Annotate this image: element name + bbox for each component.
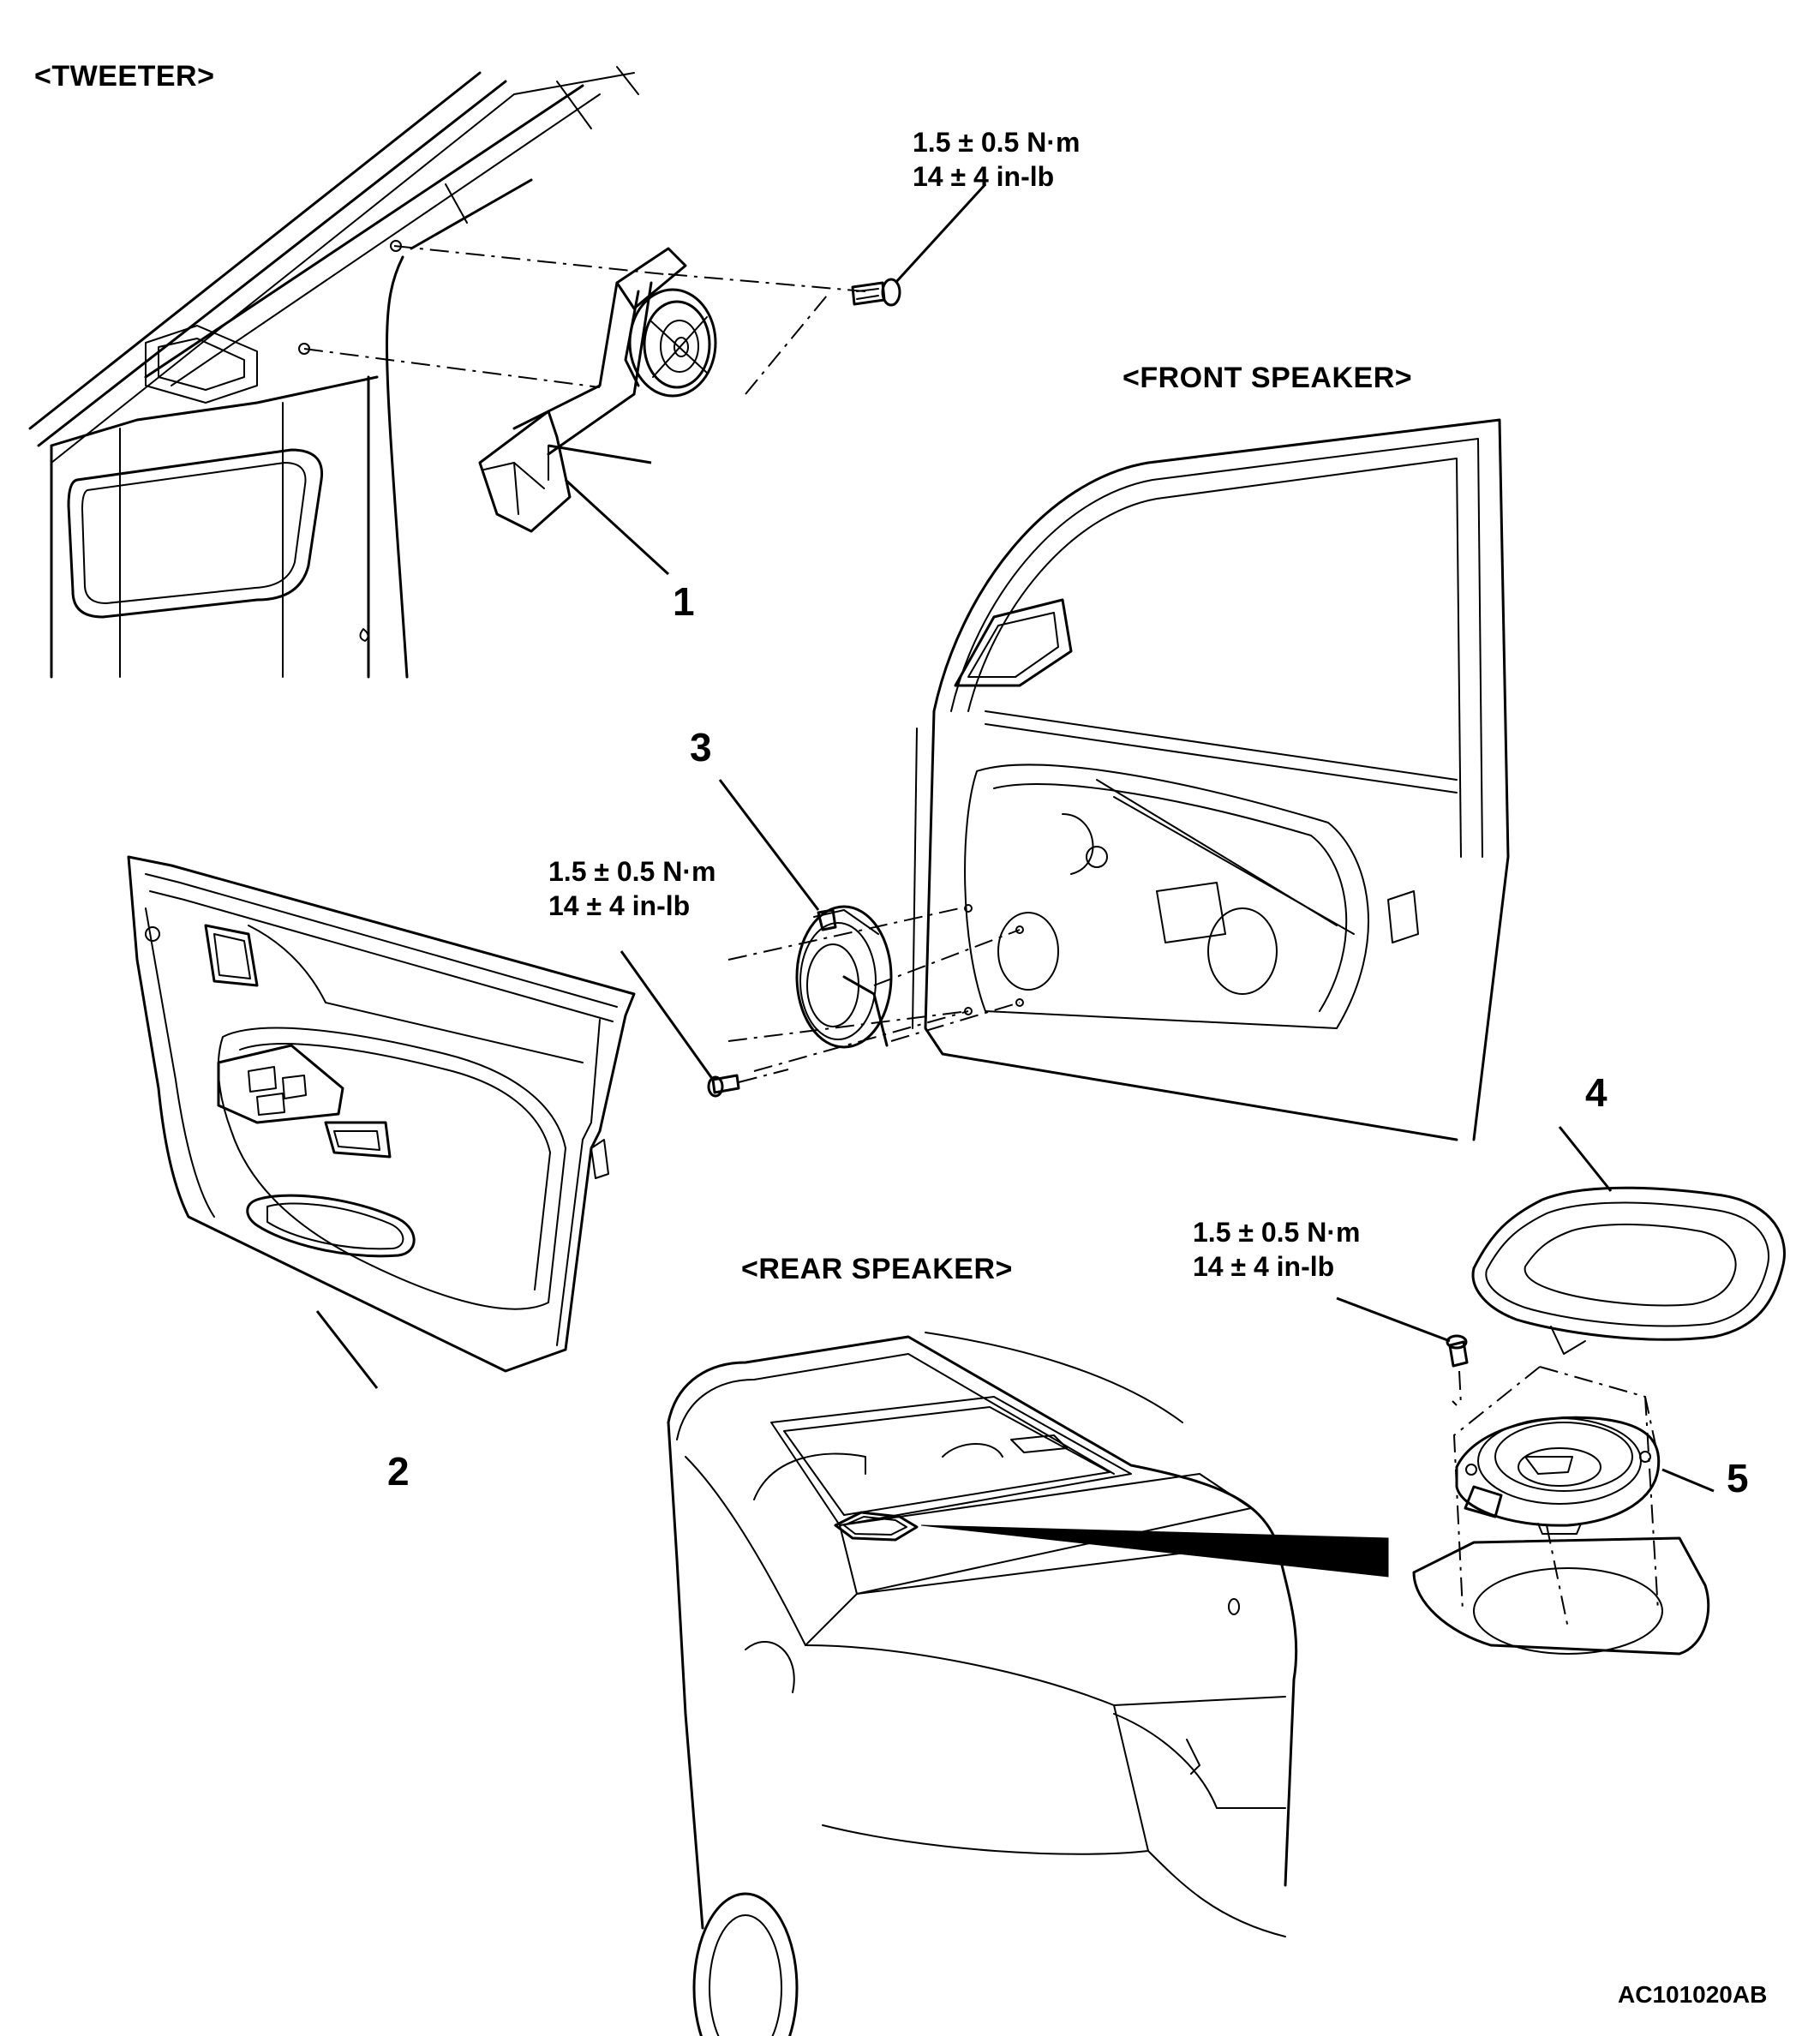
torque-metric: 1.5 ± 0.5 N·m [548, 856, 716, 887]
torque-imperial: 14 ± 4 in-lb [548, 890, 691, 921]
section-title-rear-speaker: <REAR SPEAKER> [741, 1253, 1013, 1285]
torque-metric: 1.5 ± 0.5 N·m [913, 127, 1081, 158]
torque-spec-rear-speaker: 1.5 ± 0.5 N·m 14 ± 4 in-lb [1193, 1215, 1360, 1284]
front-speaker-unit [727, 904, 1024, 1072]
rear-speaker-unit [1412, 1366, 1710, 1656]
rear-car-body [667, 1332, 1298, 2036]
front-speaker-screw [707, 1069, 789, 1098]
figure-code: AC101020AB [1618, 1981, 1768, 2008]
rear-speaker-grille [1471, 1186, 1786, 1355]
callout-5: 5 [1727, 1456, 1749, 1500]
door-trim-panel [127, 855, 636, 1373]
torque-imperial: 14 ± 4 in-lb [1193, 1251, 1335, 1282]
tweeter-screw [851, 278, 901, 307]
callout-3: 3 [690, 725, 712, 769]
torque-spec-front-speaker: 1.5 ± 0.5 N·m 14 ± 4 in-lb [548, 854, 715, 923]
leader-lines [315, 183, 1715, 1493]
torque-metric: 1.5 ± 0.5 N·m [1193, 1217, 1361, 1248]
tweeter-door-corner [28, 66, 639, 679]
torque-spec-tweeter: 1.5 ± 0.5 N·m 14 ± 4 in-lb [913, 125, 1080, 194]
rear-speaker-location-pointer [834, 1511, 1389, 1578]
callout-2: 2 [387, 1449, 410, 1494]
section-title-front-speaker: <FRONT SPEAKER> [1123, 362, 1413, 394]
front-door-frame [912, 418, 1510, 1141]
callout-4: 4 [1585, 1070, 1607, 1115]
callout-1: 1 [673, 579, 695, 624]
tweeter-speaker-assembly [303, 245, 866, 533]
section-title-tweeter: <TWEETER> [34, 60, 215, 93]
torque-imperial: 14 ± 4 in-lb [913, 161, 1055, 192]
rear-speaker-screw [1446, 1334, 1469, 1406]
